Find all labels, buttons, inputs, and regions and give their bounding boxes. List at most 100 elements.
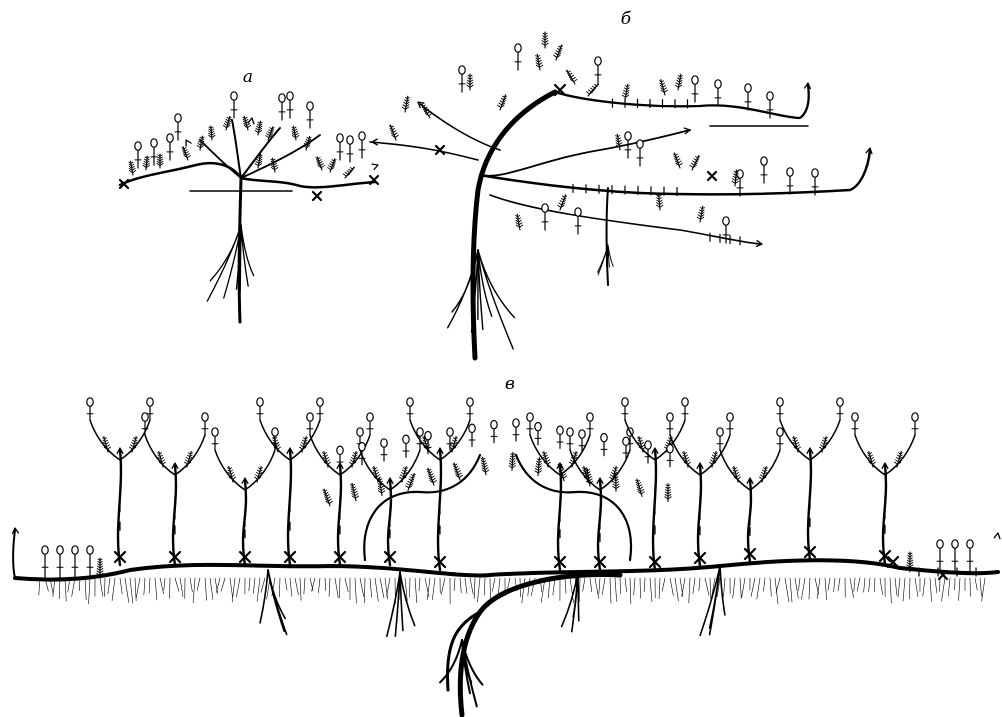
root bbox=[210, 225, 241, 281]
fine-root bbox=[825, 578, 827, 600]
fine-root bbox=[339, 578, 340, 598]
fine-root bbox=[903, 578, 905, 601]
fine-root bbox=[802, 578, 805, 599]
fine-root bbox=[375, 578, 378, 601]
fine-root bbox=[370, 578, 372, 597]
flower-bud-icon bbox=[595, 57, 601, 65]
fine-root bbox=[474, 578, 475, 599]
flower-bud-icon bbox=[777, 398, 783, 406]
fine-root bbox=[125, 578, 129, 602]
flower-bud-icon bbox=[852, 413, 858, 421]
fine-root bbox=[693, 578, 695, 594]
flower-bud-icon bbox=[425, 431, 431, 439]
cane bbox=[241, 128, 280, 178]
fine-root bbox=[415, 578, 417, 603]
fine-root bbox=[776, 578, 780, 592]
fine-root bbox=[699, 578, 700, 591]
fine-root bbox=[279, 578, 280, 597]
flower-bud-icon bbox=[42, 546, 48, 554]
fine-root bbox=[180, 578, 183, 597]
flower-bud-icon bbox=[147, 398, 153, 406]
fine-root bbox=[470, 578, 473, 594]
cordon-end bbox=[13, 530, 15, 578]
fine-root bbox=[360, 578, 364, 597]
fine-root bbox=[740, 578, 741, 598]
fine-root bbox=[387, 578, 390, 596]
fine-root bbox=[310, 578, 313, 591]
fine-root bbox=[942, 578, 945, 601]
fine-root bbox=[441, 578, 445, 595]
fine-root bbox=[355, 578, 356, 603]
flower-bud-icon bbox=[87, 546, 93, 554]
flower-bud-icon bbox=[767, 92, 773, 100]
fine-root bbox=[149, 578, 150, 593]
flower-bud-icon bbox=[715, 80, 721, 88]
fine-root bbox=[689, 578, 690, 603]
fine-root bbox=[210, 578, 213, 600]
flower-bud-icon bbox=[527, 413, 533, 421]
flower-bud-icon bbox=[952, 540, 958, 548]
fine-root bbox=[295, 578, 298, 595]
fine-root bbox=[975, 578, 977, 590]
fine-root bbox=[763, 578, 765, 591]
flower-bud-icon bbox=[587, 413, 593, 421]
flower-bud-icon bbox=[257, 398, 263, 406]
fine-root bbox=[318, 578, 320, 593]
flower-bud-icon bbox=[667, 444, 673, 452]
fine-root bbox=[640, 578, 641, 598]
fine-root bbox=[909, 578, 910, 599]
root bbox=[578, 572, 579, 621]
panel-label-a: а bbox=[243, 67, 253, 87]
leaf-spray-barb bbox=[591, 88, 596, 90]
fine-root bbox=[432, 578, 435, 600]
fine-root bbox=[895, 578, 897, 595]
flower-bud-icon bbox=[625, 132, 631, 140]
flower-bud-icon bbox=[469, 424, 475, 432]
flower-bud-icon bbox=[307, 413, 313, 421]
flower-bud-icon bbox=[777, 428, 783, 436]
shoot-tip-arrow bbox=[248, 118, 254, 124]
fine-root bbox=[620, 578, 621, 594]
fine-root bbox=[190, 578, 192, 592]
panel-b-plant bbox=[370, 32, 872, 358]
fine-root bbox=[325, 578, 326, 590]
fine-root bbox=[285, 578, 287, 590]
shoot-tip-arrow bbox=[994, 533, 1000, 539]
cane bbox=[370, 142, 478, 160]
fine-root bbox=[874, 578, 875, 591]
fine-root bbox=[930, 578, 932, 601]
fine-root bbox=[864, 578, 865, 592]
flower-bud-icon bbox=[317, 398, 323, 406]
flower-bud-icon bbox=[601, 433, 607, 441]
fine-root bbox=[345, 578, 348, 592]
flower-bud-icon bbox=[637, 140, 643, 148]
fine-root bbox=[419, 578, 420, 591]
fine-root bbox=[197, 578, 200, 590]
flower-bud-icon bbox=[447, 428, 453, 436]
fine-root bbox=[798, 578, 800, 590]
flower-bud-icon bbox=[542, 204, 548, 212]
flower-bud-icon bbox=[567, 428, 573, 436]
fine-root bbox=[880, 578, 883, 594]
fine-root bbox=[335, 578, 338, 598]
fine-root bbox=[915, 578, 918, 597]
flower-bud-icon bbox=[645, 441, 651, 449]
flower-bud-icon bbox=[359, 132, 365, 140]
fine-root bbox=[460, 578, 461, 593]
flower-bud-icon bbox=[359, 442, 365, 450]
arch bbox=[364, 455, 480, 560]
fine-root bbox=[662, 578, 665, 591]
flower-bud-icon bbox=[357, 428, 363, 436]
flower-bud-icon bbox=[367, 413, 373, 421]
fine-root bbox=[682, 578, 685, 596]
panel-label-b: б bbox=[621, 9, 632, 29]
flower-bud-icon bbox=[212, 428, 218, 436]
flower-bud-icon bbox=[337, 446, 343, 454]
flower-bud-icon bbox=[515, 44, 521, 52]
leaf-spray-barb bbox=[570, 79, 576, 81]
fine-root bbox=[477, 578, 480, 602]
fine-root bbox=[795, 578, 798, 598]
flower-bud-icon bbox=[912, 413, 918, 421]
fine-root bbox=[834, 578, 835, 592]
panel-label-v: в bbox=[505, 374, 515, 394]
